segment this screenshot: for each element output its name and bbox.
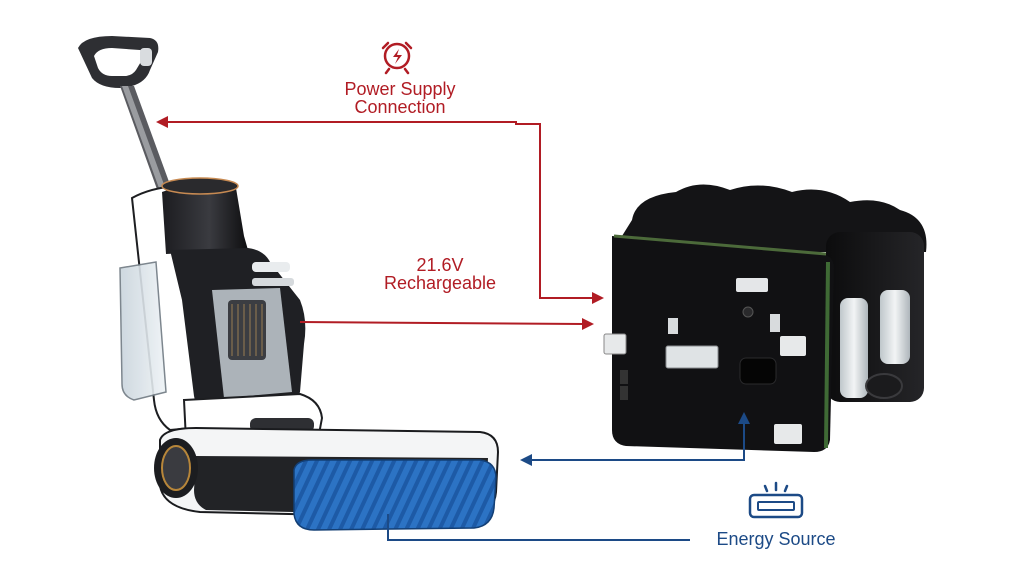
battery-pack-illustration bbox=[603, 184, 927, 452]
power-arrowhead bbox=[156, 116, 168, 128]
power-supply-label-line2: Connection bbox=[354, 97, 446, 117]
energy-connection-line bbox=[530, 418, 745, 461]
energy-arrowhead-left bbox=[520, 454, 532, 466]
vacuum-cleaner-illustration bbox=[78, 36, 500, 531]
energy-arrowhead-up bbox=[738, 412, 750, 424]
voltage-label-line1: 21.6V bbox=[416, 255, 464, 275]
power-arrowhead-right bbox=[592, 292, 604, 304]
battery-signal-icon bbox=[748, 481, 804, 519]
power-supply-label-line1: Power Supply bbox=[344, 79, 456, 99]
voltage-connection-line bbox=[299, 321, 585, 325]
energy-label-leader bbox=[387, 514, 690, 541]
voltage-label: 21.6V Rechargeable bbox=[340, 256, 540, 292]
voltage-arrowhead bbox=[582, 318, 594, 330]
power-alarm-icon bbox=[381, 41, 413, 75]
voltage-label-line2: Rechargeable bbox=[383, 273, 497, 293]
power-supply-connection-line bbox=[166, 121, 600, 299]
energy-source-label: Energy Source bbox=[716, 529, 836, 549]
power-supply-label: Power Supply Connection bbox=[300, 80, 500, 116]
